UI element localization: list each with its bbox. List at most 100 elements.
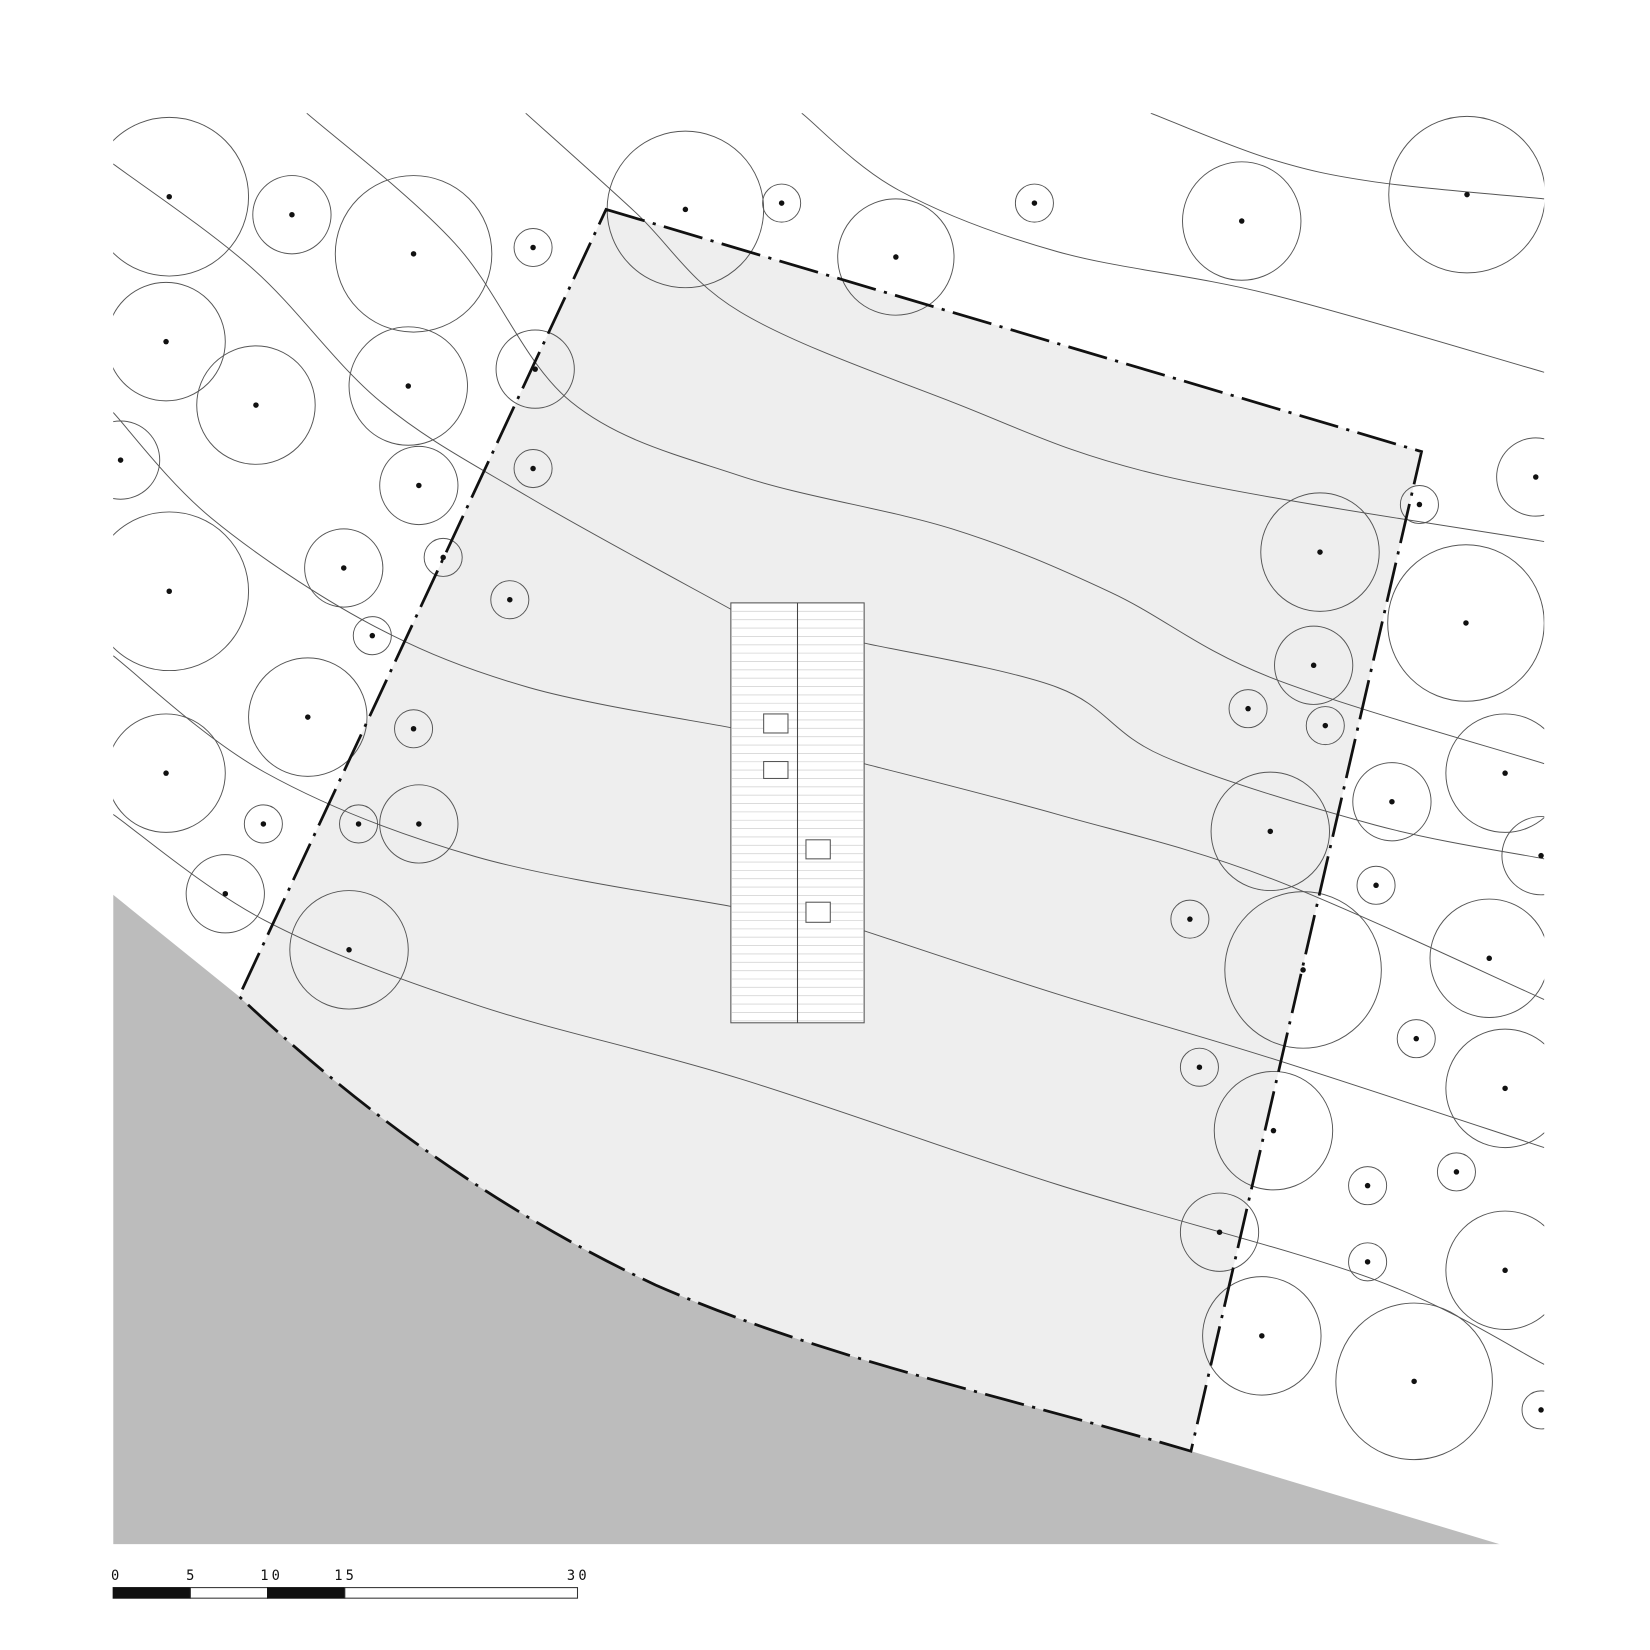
contour-line — [113, 412, 731, 729]
tree — [1170, 899, 1210, 939]
tree — [1352, 762, 1432, 842]
tree — [339, 804, 379, 844]
tree-trunk — [163, 338, 169, 345]
contour-line — [113, 814, 1545, 1365]
tree-trunk — [682, 206, 689, 213]
tree-canopy — [113, 420, 161, 500]
tree-canopy — [1352, 762, 1432, 842]
tree-canopy — [113, 713, 226, 833]
tree — [185, 854, 265, 934]
tree-canopy — [1335, 1302, 1493, 1461]
tree — [243, 804, 283, 844]
scale-segment — [267, 1587, 346, 1599]
tree-canopy — [1445, 713, 1545, 833]
tree — [1179, 1047, 1219, 1087]
tree — [394, 709, 434, 749]
tree — [1182, 161, 1302, 281]
tree-canopy — [334, 175, 493, 333]
tree-trunk — [1416, 501, 1423, 508]
contour-line — [864, 642, 1545, 860]
tree-trunk — [440, 554, 446, 561]
tree — [1260, 492, 1380, 612]
tree — [1436, 1152, 1476, 1192]
tree-canopy — [1387, 544, 1545, 702]
building — [730, 602, 865, 1024]
tree — [113, 116, 250, 277]
tree — [1388, 115, 1545, 274]
tree — [762, 183, 802, 223]
tree-canopy — [1213, 1070, 1334, 1191]
tree — [1521, 1390, 1545, 1430]
tree-trunk — [1317, 549, 1323, 555]
site-boundary — [237, 207, 1424, 1453]
tree — [495, 329, 575, 409]
tree-trunk — [222, 891, 229, 897]
tree-canopy — [1496, 437, 1545, 517]
tree-trunk — [166, 588, 172, 595]
tree-canopy — [513, 227, 553, 268]
tree-canopy — [1445, 1028, 1545, 1149]
tree — [1445, 1028, 1545, 1149]
tree-trunk — [1389, 798, 1395, 805]
tree — [1501, 816, 1545, 896]
tree — [252, 175, 332, 255]
tree-canopy — [113, 116, 250, 277]
tree-trunk — [1310, 662, 1317, 669]
tree-trunk — [778, 200, 785, 206]
tree-trunk — [341, 565, 347, 571]
tree-canopy — [1348, 1242, 1388, 1282]
tree-canopy — [1399, 485, 1439, 525]
tree — [379, 445, 459, 526]
tree-trunk — [1245, 705, 1251, 712]
tree-trunk — [1453, 1169, 1460, 1175]
tree-trunk — [1187, 916, 1193, 922]
tree — [1210, 771, 1330, 892]
tree-trunk — [163, 770, 169, 776]
tree-trunk — [893, 254, 899, 260]
tree — [348, 326, 468, 446]
tree-trunk — [1364, 1182, 1371, 1189]
tree-canopy — [1179, 1192, 1260, 1272]
tree-trunk — [1216, 1229, 1223, 1235]
contour-line — [864, 763, 1545, 1000]
tree-canopy — [113, 511, 250, 672]
tree-canopy — [490, 580, 530, 620]
tree — [1348, 1242, 1388, 1282]
tree — [334, 175, 493, 333]
tree — [1399, 485, 1439, 525]
skylight — [763, 713, 789, 734]
tree-canopy — [248, 657, 368, 777]
tree — [289, 890, 409, 1010]
tree — [1274, 625, 1354, 705]
tree — [1445, 713, 1545, 833]
tree-canopy — [1224, 891, 1382, 1049]
tree — [304, 528, 384, 608]
tree — [1348, 1166, 1388, 1206]
tree-canopy — [243, 804, 283, 844]
tree-trunk — [289, 211, 295, 218]
tree — [1496, 437, 1545, 517]
tree-trunk — [346, 947, 352, 953]
tree-canopy — [289, 890, 409, 1010]
tree-canopy — [837, 198, 955, 316]
tree — [1213, 1070, 1334, 1191]
tree — [1356, 865, 1396, 905]
tree — [113, 713, 226, 833]
tree-canopy — [252, 175, 332, 255]
tree — [196, 345, 316, 465]
tree-trunk — [405, 383, 412, 389]
tree-trunk — [355, 821, 362, 827]
tree — [113, 511, 250, 672]
tree — [1429, 898, 1545, 1018]
tree-trunk — [1486, 955, 1492, 962]
tree — [1228, 689, 1268, 729]
tree-trunk — [1502, 1267, 1508, 1274]
tree-trunk — [1270, 1127, 1277, 1134]
tree — [1445, 1210, 1545, 1330]
tree-trunk — [1463, 620, 1469, 626]
tree-canopy — [1436, 1152, 1476, 1192]
tree-canopy — [304, 528, 384, 608]
tree-trunk — [530, 244, 536, 251]
tree-trunk — [532, 366, 538, 372]
